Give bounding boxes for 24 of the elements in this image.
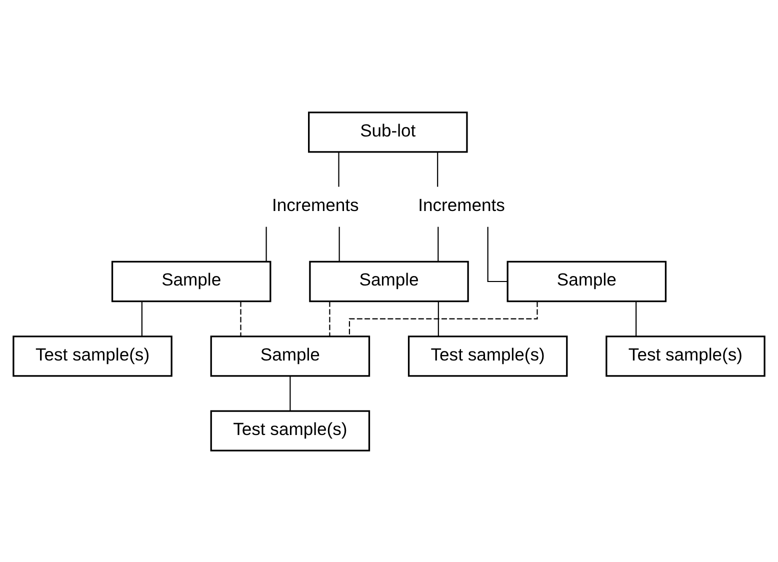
connector (338, 152, 340, 186)
connector (266, 226, 267, 261)
connector (438, 301, 439, 336)
connector (636, 301, 637, 336)
node-box: Sub-lot (308, 111, 468, 152)
node-box: Sample (210, 335, 370, 376)
connector (487, 226, 508, 282)
connector (329, 301, 330, 336)
connector (438, 226, 439, 261)
node-text: Increments (418, 194, 505, 214)
connector (141, 301, 142, 336)
node-box: Test sample(s) (210, 410, 370, 451)
node-box: Sample (111, 260, 272, 302)
node-box: Test sample(s) (606, 335, 766, 376)
connector (240, 301, 242, 336)
connector (437, 152, 438, 186)
connector (348, 300, 538, 336)
node-box: Sample (309, 260, 469, 302)
node-box: Test sample(s) (408, 335, 568, 376)
node-box: Test sample(s) (12, 335, 172, 376)
node-text: Increments (272, 194, 359, 214)
connector (290, 376, 291, 410)
connector (338, 226, 340, 261)
node-box: Sample (506, 260, 667, 302)
